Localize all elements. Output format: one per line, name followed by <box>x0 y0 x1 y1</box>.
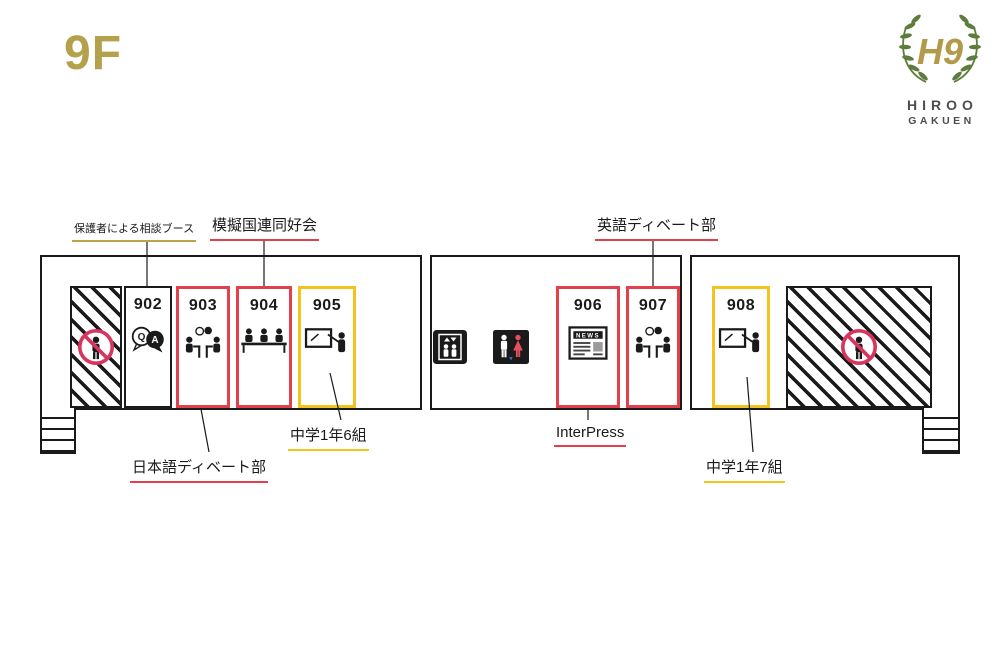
room-903: 903 <box>176 286 230 408</box>
label-english-debate-club: 英語ディベート部 <box>595 214 718 241</box>
floor-label: 9F <box>64 27 123 80</box>
label-jh1-class6: 中学1年6組 <box>288 424 369 451</box>
logo-name-secondary: GAKUEN <box>908 115 975 127</box>
news-masthead: NEWS <box>576 332 600 339</box>
blackboard-teacher-icon <box>304 328 346 353</box>
label-consultation-booth: 保護者による相談ブース <box>72 220 197 242</box>
stairs-left <box>40 408 76 454</box>
q-letter: Q <box>138 332 146 343</box>
debate-desks-icon <box>635 326 671 358</box>
restroom-icon <box>493 330 529 364</box>
room-905: 905 <box>298 286 356 408</box>
newspaper-icon: NEWS <box>568 326 608 360</box>
room-902: 902 Q A <box>124 286 172 408</box>
room-number: 904 <box>249 297 279 314</box>
no-entry-icon <box>840 328 878 366</box>
elevator-icon <box>433 330 467 364</box>
restricted-area-right <box>786 286 932 408</box>
room-number: 905 <box>312 297 342 314</box>
blackboard-teacher-icon <box>718 328 760 353</box>
qa-consultation-icon: Q A <box>131 326 164 353</box>
room-908: 908 <box>712 286 770 408</box>
room-number: 908 <box>726 297 756 314</box>
elevator <box>433 330 467 369</box>
restroom <box>493 330 529 369</box>
restricted-area-left <box>70 286 122 408</box>
label-mock-un-club: 模擬国連同好会 <box>210 214 320 241</box>
stairs-right <box>922 408 960 454</box>
label-japanese-debate-club: 日本語ディベート部 <box>130 456 268 483</box>
no-entry-icon <box>77 328 115 366</box>
logo-monogram: H9 <box>917 31 963 72</box>
logo-name-primary: HIROO <box>907 97 978 113</box>
debate-desks-icon <box>185 326 221 358</box>
label-jh1-class7: 中学1年7組 <box>704 456 785 483</box>
room-906: 906 NEWS <box>556 286 620 408</box>
room-number: 902 <box>133 296 163 313</box>
label-interpress: InterPress <box>554 424 627 447</box>
three-delegates-icon <box>241 328 287 353</box>
room-number: 907 <box>638 297 668 314</box>
room-number: 906 <box>573 297 603 314</box>
a-letter: A <box>151 335 158 346</box>
laurel-wreath-icon: H9 <box>899 14 981 83</box>
room-number: 903 <box>188 297 218 314</box>
room-907: 907 <box>626 286 680 408</box>
room-904: 904 <box>236 286 292 408</box>
school-logo: H9 HIROO GAKUEN <box>884 12 996 127</box>
